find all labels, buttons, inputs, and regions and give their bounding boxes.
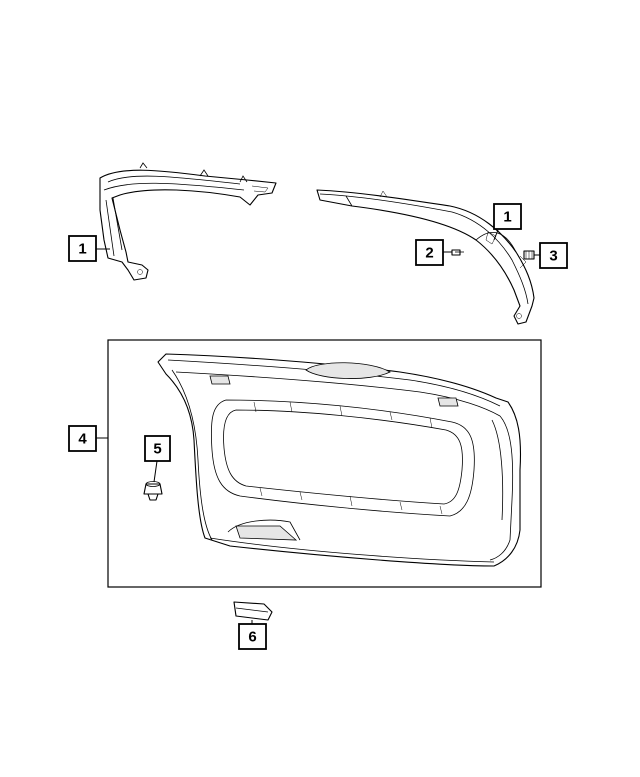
callout-3-label: 3	[549, 248, 557, 265]
callout-1-right-label: 1	[503, 209, 511, 226]
callout-5: 5	[144, 435, 171, 462]
left-pillar-trim-part	[99, 162, 277, 281]
callout-1-left-label: 1	[78, 241, 86, 258]
callout-1-left: 1	[68, 235, 97, 262]
screw-part	[523, 250, 535, 260]
callout-5-label: 5	[153, 441, 161, 458]
callout-3: 3	[539, 242, 568, 269]
callout-2: 2	[415, 239, 444, 266]
leader-line-5	[153, 460, 158, 483]
callout-6: 6	[238, 623, 267, 650]
liftgate-trim-panel-part	[157, 353, 521, 567]
callout-4-label: 4	[78, 431, 87, 448]
callout-2-label: 2	[425, 245, 433, 262]
right-pillar-trim-part	[316, 189, 535, 325]
callout-1-right: 1	[493, 203, 522, 230]
callout-4: 4	[68, 425, 97, 452]
callout-6-label: 6	[248, 629, 256, 646]
liftgate-panel-frame	[107, 339, 542, 588]
clip-fastener-part	[143, 481, 163, 501]
cover-part	[233, 601, 273, 621]
leader-line-1-right	[493, 229, 499, 241]
push-pin-part	[451, 249, 464, 256]
